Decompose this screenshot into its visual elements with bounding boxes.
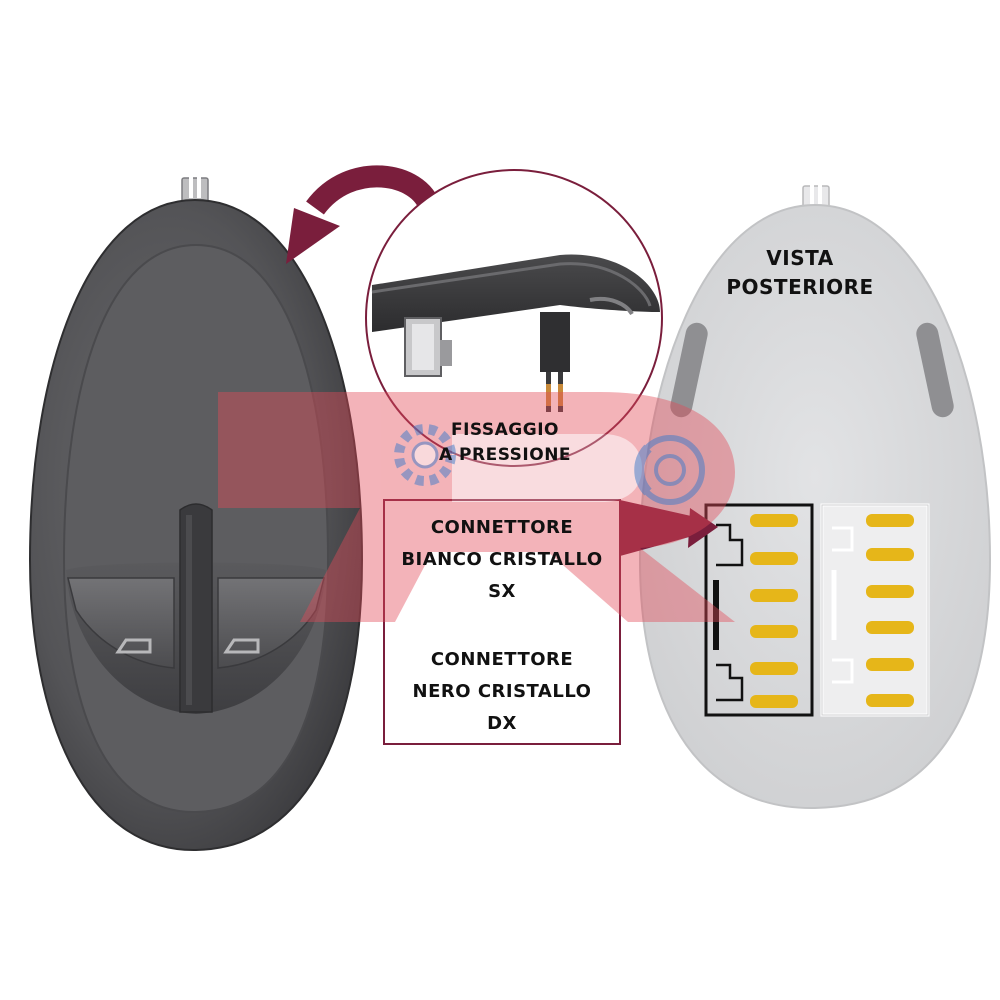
- connector-white-outline: [820, 503, 930, 717]
- gear-icon: [394, 424, 456, 486]
- connector-black-pins: [750, 514, 798, 708]
- press-fit-label: FISSAGGIO A PRESSIONE: [438, 420, 572, 465]
- curved-arrow: [286, 165, 441, 264]
- right-window-rocker: [217, 577, 325, 669]
- brake-disc-icon: [634, 435, 705, 505]
- detail-magnifier: [365, 169, 663, 467]
- window-icon: [223, 638, 260, 654]
- white-connector-label: CONNETTORE BIANCO CRISTALLO SX: [401, 517, 603, 602]
- window-switch-rear: [638, 184, 992, 810]
- connector-white-pins: [866, 514, 914, 707]
- window-icon: [115, 638, 152, 654]
- window-switch-front: [28, 176, 364, 852]
- connector-callout: [383, 499, 718, 745]
- connector-black-outline: [704, 503, 814, 717]
- black-connector-label: CONNETTORE NERO CRISTALLO DX: [412, 649, 592, 734]
- brand-watermark: [218, 392, 735, 622]
- rear-view-label: VISTA POSTERIORE: [726, 246, 874, 299]
